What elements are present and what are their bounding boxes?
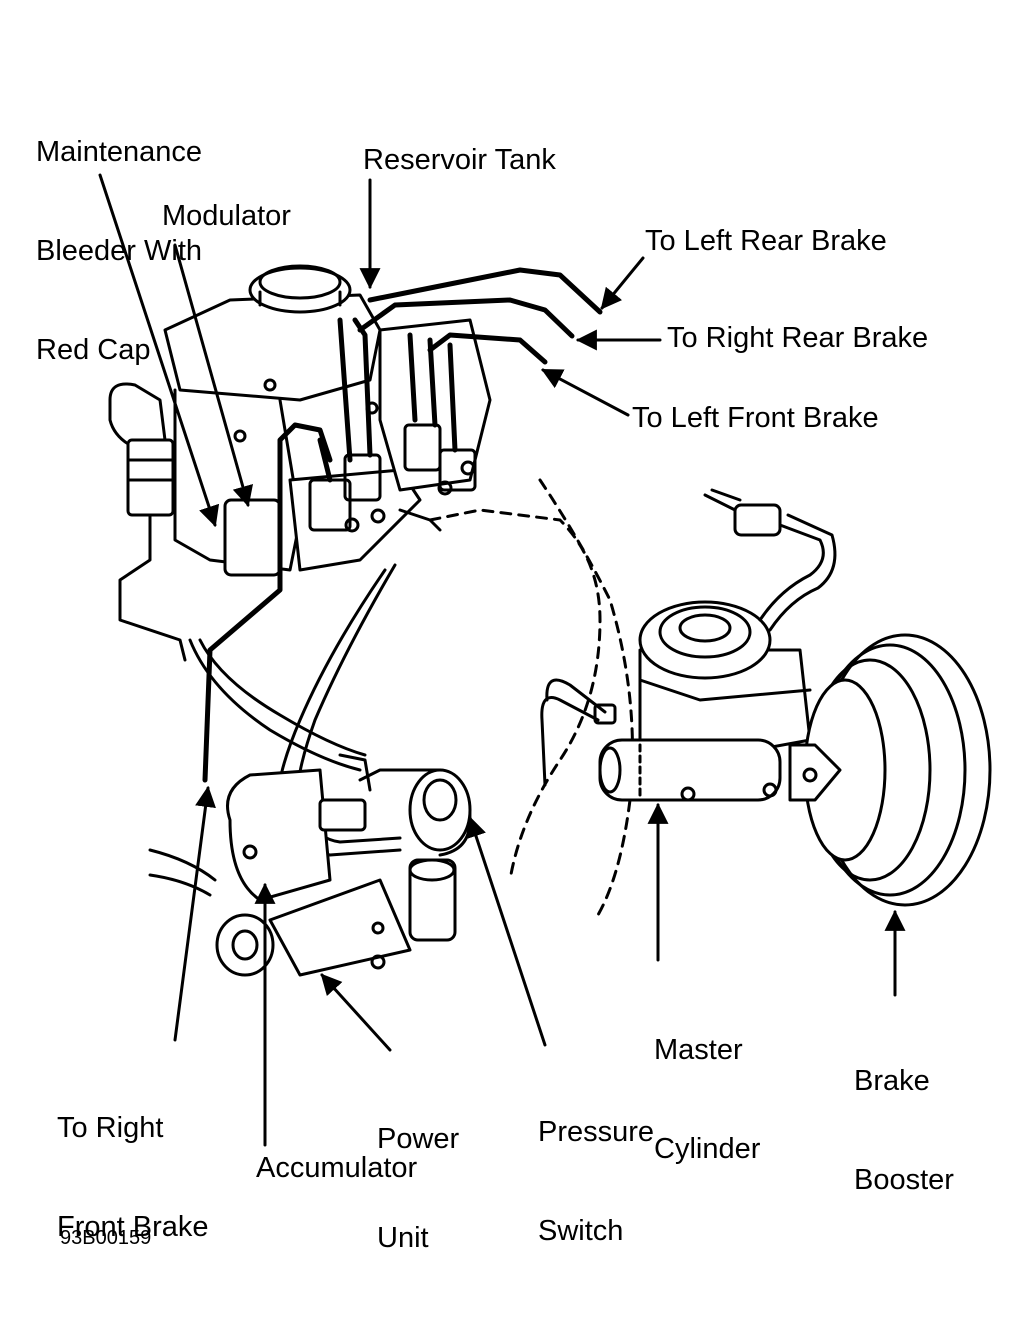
maintenance-bleeder-line1: Maintenance bbox=[36, 136, 203, 168]
brake-lines bbox=[202, 267, 603, 783]
pressure-switch-line2: Switch bbox=[538, 1215, 624, 1247]
maintenance-bleeder-label: Maintenance Bleeder With Red Cap bbox=[36, 70, 202, 400]
accumulator-label: Accumulator bbox=[256, 1152, 418, 1184]
power-unit-line1: Power bbox=[377, 1123, 460, 1155]
power-unit bbox=[148, 753, 472, 977]
modulator-label: Modulator bbox=[162, 200, 291, 232]
to-right-front-brake-label: To Right Front Brake bbox=[57, 1046, 209, 1277]
pressure-switch-line1: Pressure bbox=[538, 1116, 655, 1148]
power-unit-line2: Unit bbox=[377, 1222, 429, 1254]
reservoir-tank-label: Reservoir Tank bbox=[363, 144, 556, 176]
leader-arrows bbox=[98, 173, 906, 1147]
to-left-rear-brake-label: To Left Rear Brake bbox=[645, 225, 887, 257]
master-cylinder bbox=[540, 600, 812, 802]
to-left-front-brake-label: To Left Front Brake bbox=[632, 402, 879, 434]
brake-booster-line1: Brake bbox=[854, 1065, 930, 1097]
pressure-switch-label: Pressure Switch bbox=[538, 1050, 654, 1281]
brake-booster bbox=[703, 488, 992, 907]
to-right-rear-brake-label: To Right Rear Brake bbox=[667, 322, 929, 354]
brake-booster-label: Brake Booster bbox=[854, 999, 954, 1230]
master-cylinder-line2: Cylinder bbox=[654, 1133, 761, 1165]
master-cylinder-label: Master Cylinder bbox=[654, 968, 760, 1199]
maintenance-bleeder-line3: Red Cap bbox=[36, 334, 151, 366]
engine-bracket bbox=[108, 382, 187, 662]
master-cylinder-line1: Master bbox=[654, 1034, 743, 1066]
to-right-front-brake-line2: Front Brake bbox=[57, 1211, 209, 1243]
modulator-assembly bbox=[163, 264, 492, 577]
power-unit-label: Power Unit bbox=[377, 1057, 459, 1288]
maintenance-bleeder-line2: Bleeder With bbox=[36, 235, 203, 267]
brake-booster-line2: Booster bbox=[854, 1164, 954, 1196]
to-right-front-brake-line1: To Right bbox=[57, 1112, 164, 1144]
figure-code: 93B00159 bbox=[60, 1227, 152, 1249]
